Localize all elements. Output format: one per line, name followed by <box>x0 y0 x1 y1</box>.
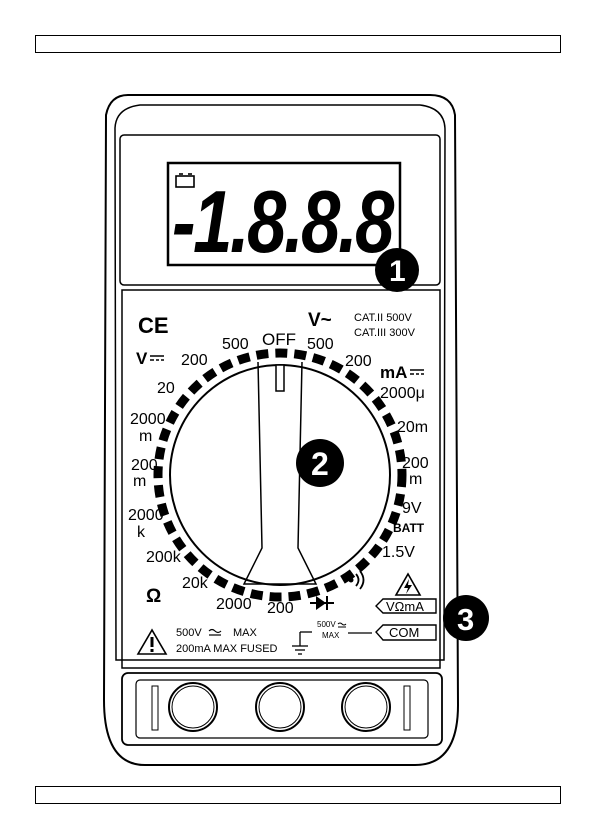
callout-1: 1 <box>375 248 419 292</box>
dial-batt-1-5v: 1.5V <box>382 544 415 561</box>
com-terminal-text: COM <box>389 625 419 640</box>
dial-ma-20m: 20m <box>397 419 428 436</box>
dial-ma-200m-num: 200 <box>402 455 429 472</box>
dial-dcv-200m-unit: m <box>133 473 146 490</box>
rotary-dial[interactable] <box>170 365 390 585</box>
dial-ohm-200: 200 <box>267 600 294 617</box>
callout-2: 2 <box>296 439 344 487</box>
dial-ohm-200k: 200k <box>146 549 182 566</box>
resistance-symbol: Ω <box>146 586 161 607</box>
com-terminal-label: COM <box>376 625 436 640</box>
vma-terminal-text: VΩmA <box>386 599 424 614</box>
dial-ac-200: 200 <box>345 353 372 370</box>
dial-ohm-2000: 2000 <box>216 596 252 613</box>
vma-terminal-label: VΩmA <box>376 599 436 614</box>
jack-vma[interactable] <box>342 683 390 731</box>
dial-dcv-500: 500 <box>222 336 249 353</box>
dial-ohm-2000k-num: 2000 <box>128 507 164 524</box>
svg-text:1: 1 <box>389 255 406 288</box>
cat-ii-rating: CAT.II 500V <box>354 312 413 324</box>
ce-mark: CE <box>138 313 169 338</box>
cat-iii-rating: CAT.III 300V <box>354 327 416 339</box>
dial-dcv-200m-num: 200 <box>131 457 158 474</box>
ac-voltage-symbol: V~ <box>308 310 332 331</box>
dial-ma-200m-unit: m <box>409 471 422 488</box>
callout-3: 3 <box>443 595 489 641</box>
dial-dcv-2000m-num: 2000 <box>130 411 166 428</box>
dial-ohm-20k: 20k <box>182 575 209 592</box>
dial-ma-2000u: 2000μ <box>380 385 425 402</box>
fuse-warning-line1: 500V <box>176 627 202 639</box>
dial-ohm-2000k-unit: k <box>137 524 146 541</box>
dial-pointer-marker <box>276 365 284 391</box>
dial-ac-500: 500 <box>307 336 334 353</box>
svg-text:3: 3 <box>457 602 474 637</box>
dial-dcv-2000m-unit: m <box>139 428 152 445</box>
dial-dcv-200: 200 <box>181 352 208 369</box>
com-rating-voltage: 500V <box>317 620 336 629</box>
dial-batt-label: BATT <box>393 521 425 535</box>
dial-batt-9v: 9V <box>402 500 422 517</box>
dial-off: OFF <box>262 330 296 349</box>
dc-current-symbol: mA <box>380 363 407 382</box>
dial-dcv-20: 20 <box>157 380 175 397</box>
fuse-warning-max: MAX <box>233 627 258 639</box>
dc-voltage-symbol: V <box>136 349 148 368</box>
svg-text:2: 2 <box>311 446 329 482</box>
com-rating-max: MAX <box>322 631 340 640</box>
fuse-warning-line2: 200mA MAX FUSED <box>176 643 278 655</box>
jack-middle[interactable] <box>256 683 304 731</box>
jack-com[interactable] <box>169 683 217 731</box>
lcd-reading: -1.8.8.8 <box>172 172 394 271</box>
